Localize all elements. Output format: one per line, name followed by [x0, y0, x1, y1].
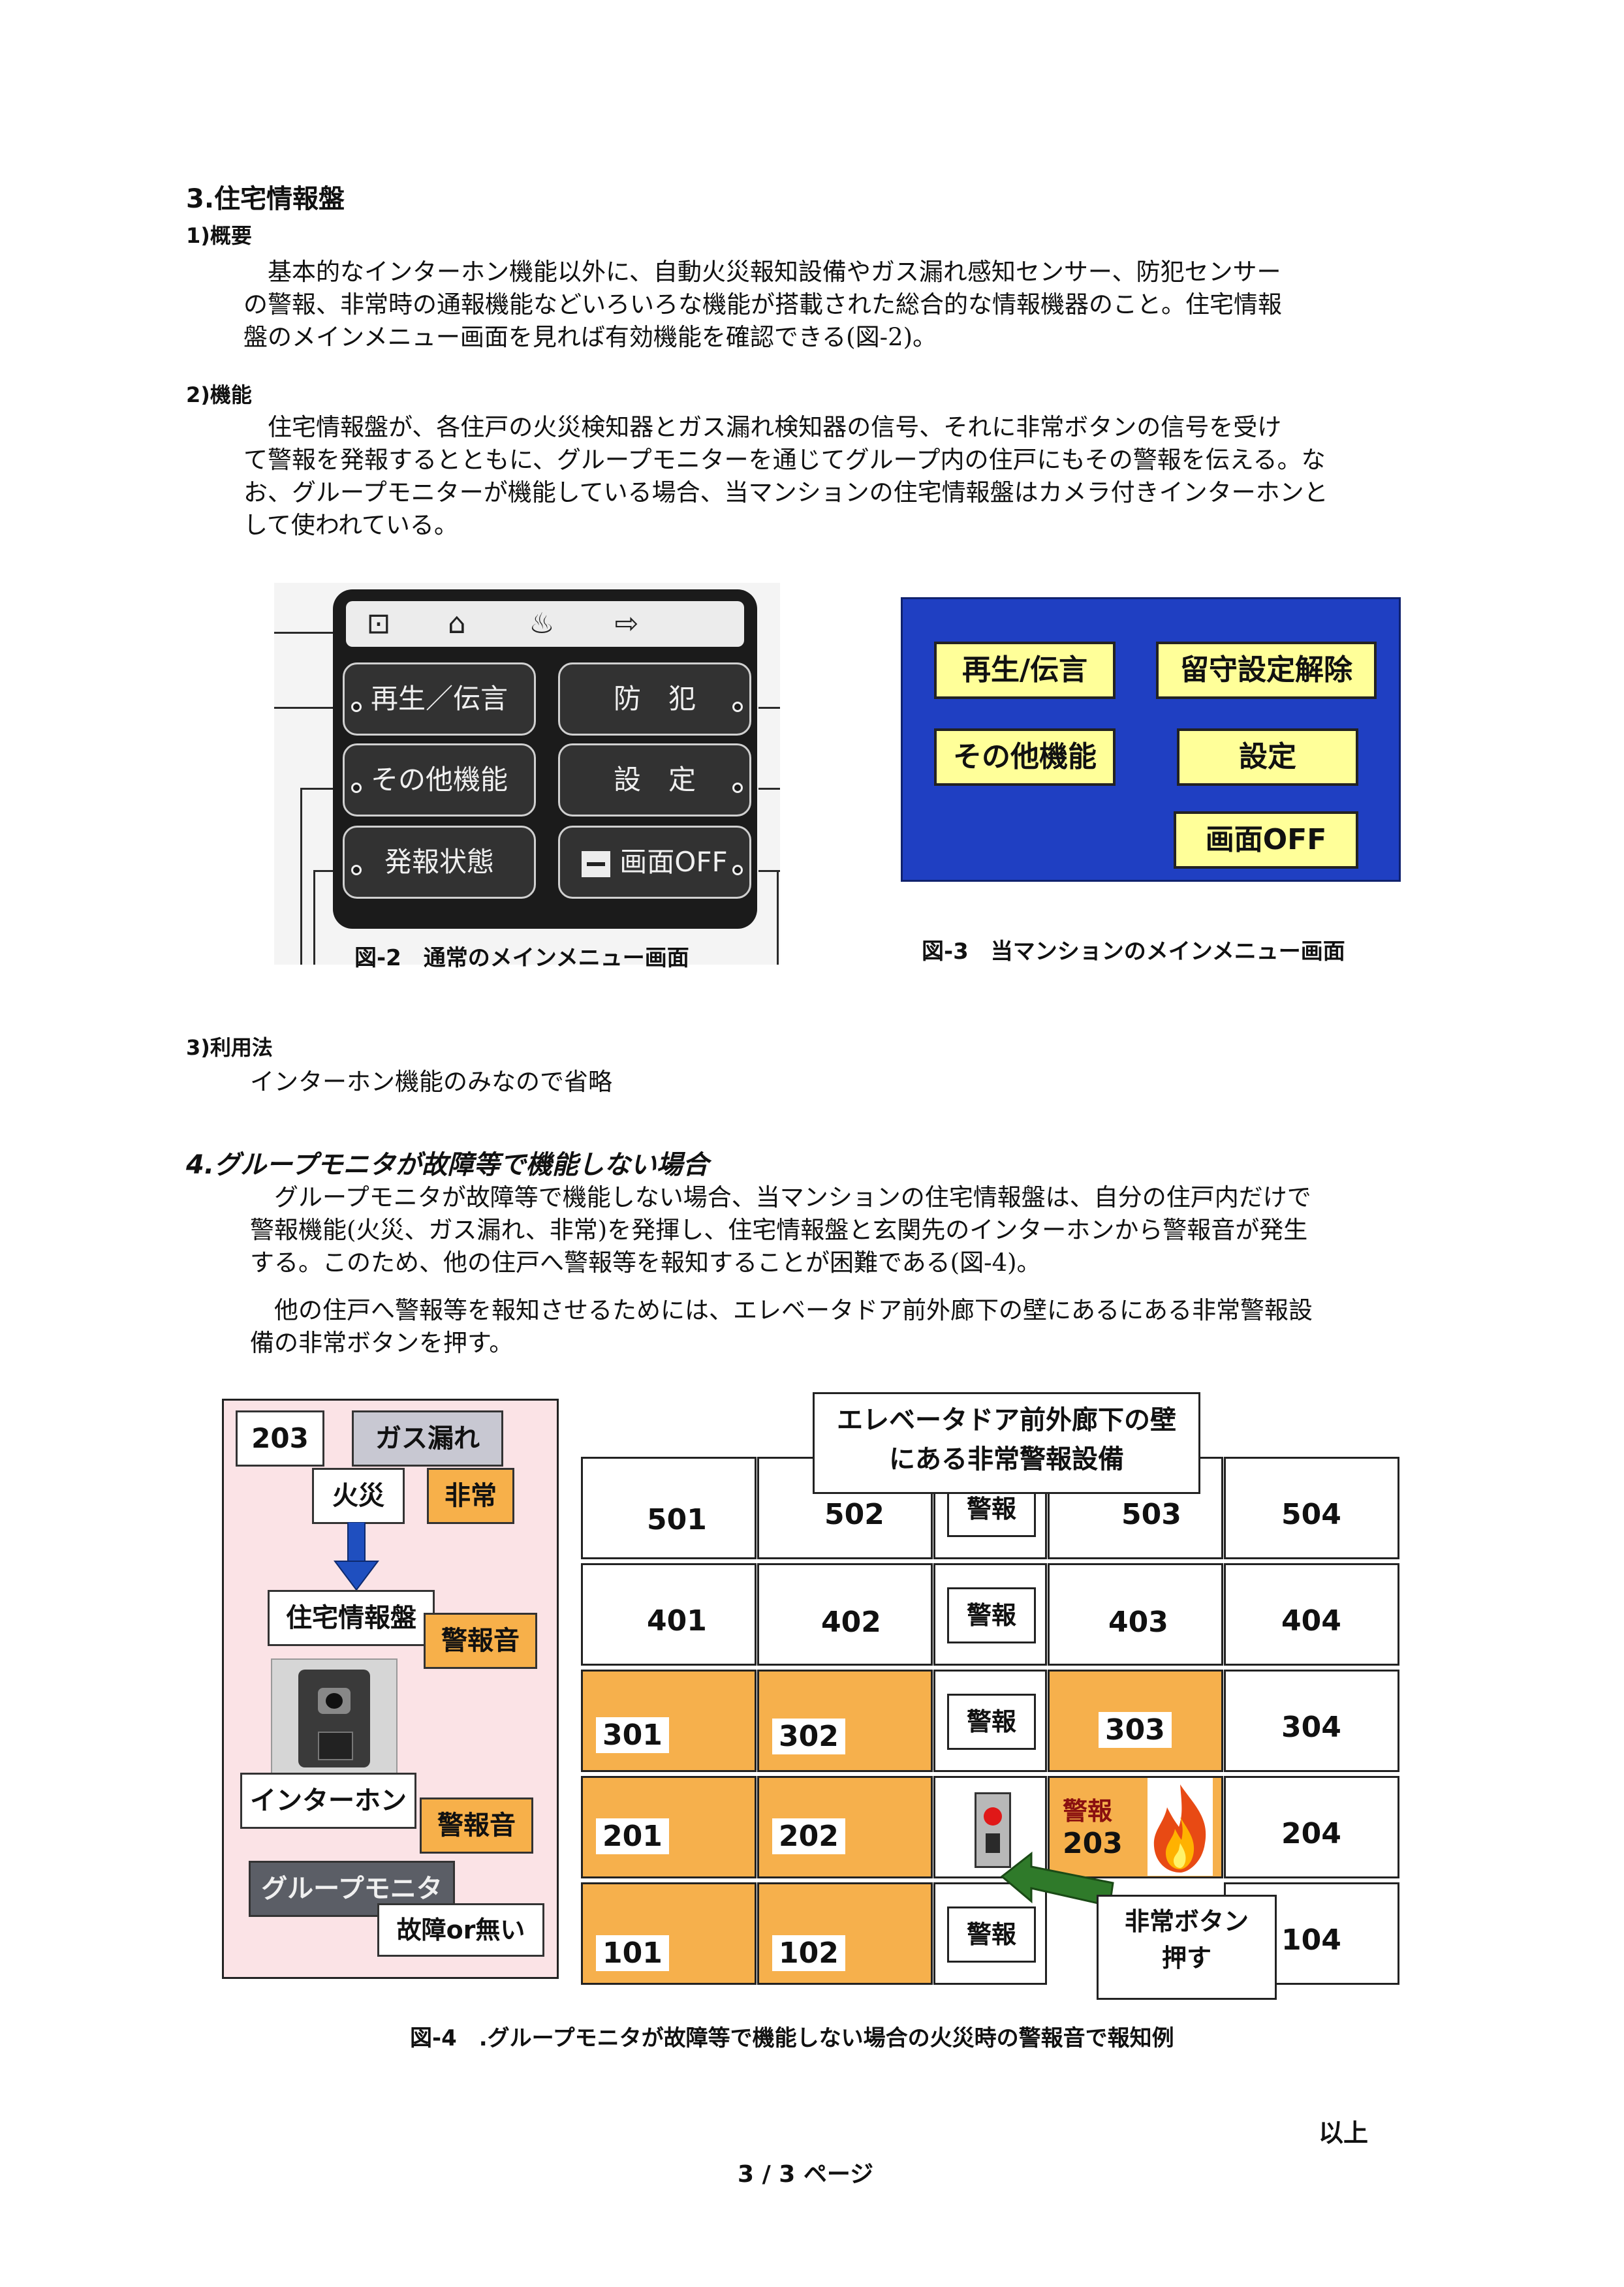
function-heading: 2)機能	[186, 382, 252, 407]
section3-title: 3.住宅情報盤	[186, 184, 345, 214]
end-mark: 以上	[1319, 2119, 1369, 2147]
text-line: の警報、非常時の通報機能などいろいろな機能が搭載された総合的な情報機器のこと。住…	[243, 290, 1282, 319]
figure-3-caption: 図-3 当マンションのメインメニュー画面	[922, 939, 1345, 965]
screen-off-button[interactable]: 画面OFF	[558, 826, 751, 899]
intercom-label: インターホン	[240, 1773, 416, 1829]
menu-screen: ⊡ ⌂ ♨ ⇨ 再生／伝言 防 犯 その他機能 設 定 発報状態 画面OFF	[333, 589, 757, 929]
room-404: 404	[1224, 1563, 1399, 1666]
door-exit-icon: ⇨	[614, 607, 639, 640]
room-204: 204	[1224, 1776, 1399, 1878]
usage-text: インターホン機能のみなので省略	[250, 1068, 612, 1096]
section4-paragraph-1: グループモニタが故障等で機能しない場合、当マンションの住宅情報盤は、自分の住戸内…	[250, 1181, 1311, 1279]
settings-button[interactable]: 設 定	[558, 743, 751, 817]
overview-heading: 1)概要	[186, 223, 252, 248]
alarm-label: 警報	[947, 1906, 1036, 1963]
screen-off-button[interactable]: 画面OFF	[1174, 811, 1358, 869]
text-line: お、グループモニターが機能している場合、当マンションの住宅情報盤はカメラ付きイン…	[243, 478, 1328, 506]
room-301: 301	[581, 1670, 757, 1772]
room-303: 303	[1048, 1670, 1223, 1772]
intercom-icon: ⊡	[366, 607, 391, 640]
absence-release-button[interactable]: 留守設定解除	[1156, 642, 1377, 699]
emergency-label: 非常	[427, 1468, 514, 1524]
emergency-alarm-equipment-callout: エレベータドア前外廊下の壁 にある非常警報設備	[813, 1392, 1200, 1494]
alarm-sound-label: 警報音	[420, 1797, 533, 1854]
other-functions-button[interactable]: その他機能	[934, 728, 1116, 786]
apartment-floor-grid: 501 502 警報 503 504 401 402 警報 403 404 30…	[581, 1457, 1403, 1991]
text-line: して使われている。	[243, 511, 458, 539]
overview-paragraph: 基本的なインターホン機能以外に、自動火災報知設備やガス漏れ感知センサー、防犯セン…	[243, 256, 1282, 354]
text-line: 住宅情報盤が、各住戸の火災検知器とガス漏れ検知器の信号、それに非常ボタンの信号を…	[243, 413, 1282, 441]
room-401: 401	[581, 1563, 757, 1666]
room-102: 102	[757, 1882, 933, 1985]
play-message-button[interactable]: 再生/伝言	[934, 642, 1116, 699]
room-504: 504	[1224, 1457, 1399, 1559]
text-line: グループモニタが故障等で機能しない場合、当マンションの住宅情報盤は、自分の住戸内…	[250, 1183, 1311, 1211]
text-line: する。このため、他の住戸へ警報等を報知することが困難である(図-4)。	[250, 1249, 1041, 1277]
alarm-label: 警報	[947, 1587, 1036, 1643]
room-304: 304	[1224, 1670, 1399, 1772]
text-line: 他の住戸へ警報等を報知させるためには、エレベータドア前外廊下の壁にあるにある非常…	[250, 1296, 1313, 1324]
home-info-panel-label: 住宅情報盤	[268, 1590, 435, 1646]
alarm-bell-cell: 警報	[933, 1882, 1047, 1985]
pointing-arrow-icon	[1000, 1851, 1114, 1907]
fire-icon	[1148, 1778, 1213, 1876]
intercom-photo	[271, 1658, 398, 1779]
play-message-button[interactable]: 再生／伝言	[343, 662, 536, 736]
down-arrow-icon	[334, 1522, 379, 1591]
security-button[interactable]: 防 犯	[558, 662, 751, 736]
emergency-button-device[interactable]	[975, 1792, 1011, 1868]
text-line: 盤のメインメニュー画面を見れば有効機能を確認できる(図-2)。	[243, 323, 937, 351]
house-person-icon: ⌂	[448, 607, 466, 640]
room-501: 501	[581, 1457, 757, 1559]
settings-button[interactable]: 設定	[1177, 728, 1358, 786]
section4-title: 4.グループモニタが故障等で機能しない場合	[186, 1150, 709, 1180]
text-line: て警報を発報するとともに、グループモニターを通じてグループ内の住戸にもその警報を…	[243, 446, 1326, 474]
section4-paragraph-2: 他の住戸へ警報等を報知させるためには、エレベータドア前外廊下の壁にあるにある非常…	[250, 1294, 1313, 1360]
figure-2-caption: 図-2 通常のメインメニュー画面	[354, 945, 689, 971]
alarm-sound-label: 警報音	[424, 1613, 537, 1669]
room-101: 101	[581, 1882, 757, 1985]
press-emergency-button-callout: 非常ボタン 押す	[1097, 1895, 1277, 2000]
other-functions-button[interactable]: その他機能	[343, 743, 536, 817]
room-201: 201	[581, 1776, 757, 1878]
unit-203-alarm-panel: 203 ガス漏れ 火災 非常 住宅情報盤 警報音 インターホン 警報音 グループ…	[222, 1399, 559, 1979]
callout-line: エレベータドア前外廊下の壁	[837, 1405, 1176, 1435]
callout-line: 非常ボタン	[1124, 1907, 1249, 1936]
unit-number-label: 203	[236, 1410, 324, 1467]
status-icon-bar: ⊡ ⌂ ♨ ⇨	[346, 601, 744, 647]
figure-2-menu-photo: ⊡ ⌂ ♨ ⇨ 再生／伝言 防 犯 その他機能 設 定 発報状態 画面OFF	[274, 583, 780, 965]
callout-line: にある非常警報設備	[889, 1444, 1124, 1474]
alarm-bell-icon: ♨	[529, 607, 555, 640]
room-403: 403	[1048, 1563, 1223, 1666]
page-number: 3 / 3 ページ	[738, 2161, 874, 2188]
text-line: 備の非常ボタンを押す。	[250, 1329, 514, 1357]
room-203: 警報 203	[1048, 1776, 1223, 1878]
minus-icon	[582, 850, 611, 877]
alarm-bell-cell: 警報	[933, 1563, 1047, 1666]
group-monitor-label: グループモニタ	[249, 1861, 455, 1917]
callout-line: 押す	[1161, 1944, 1211, 1972]
function-paragraph: 住宅情報盤が、各住戸の火災検知器とガス漏れ検知器の信号、それに非常ボタンの信号を…	[243, 411, 1328, 542]
text-line: 基本的なインターホン機能以外に、自動火災報知設備やガス漏れ感知センサー、防犯セン…	[243, 258, 1281, 286]
broken-or-none-label: 故障or無い	[377, 1903, 544, 1957]
room-402: 402	[757, 1563, 933, 1666]
room-202: 202	[757, 1776, 933, 1878]
figure-3-menu-screen: 再生/伝言 留守設定解除 その他機能 設定 画面OFF	[901, 597, 1401, 882]
alarm-bell-cell: 警報	[933, 1670, 1047, 1772]
room-302: 302	[757, 1670, 933, 1772]
text-line: 警報機能(火災、ガス漏れ、非常)を発揮し、住宅情報盤と玄関先のインターホンから警…	[250, 1216, 1308, 1244]
alarm-label: 警報	[947, 1694, 1036, 1750]
fire-label: 火災	[312, 1468, 405, 1524]
alarm-status-button[interactable]: 発報状態	[343, 826, 536, 899]
figure-4-caption: 図-4 .グループモニタが故障等で機能しない場合の火災時の警報音で報知例	[410, 2025, 1174, 2051]
red-button-icon	[984, 1807, 1002, 1826]
room-203-alarm-label: 警報	[1063, 1797, 1113, 1826]
gas-leak-label: ガス漏れ	[352, 1410, 503, 1467]
usage-heading: 3)利用法	[186, 1035, 273, 1060]
